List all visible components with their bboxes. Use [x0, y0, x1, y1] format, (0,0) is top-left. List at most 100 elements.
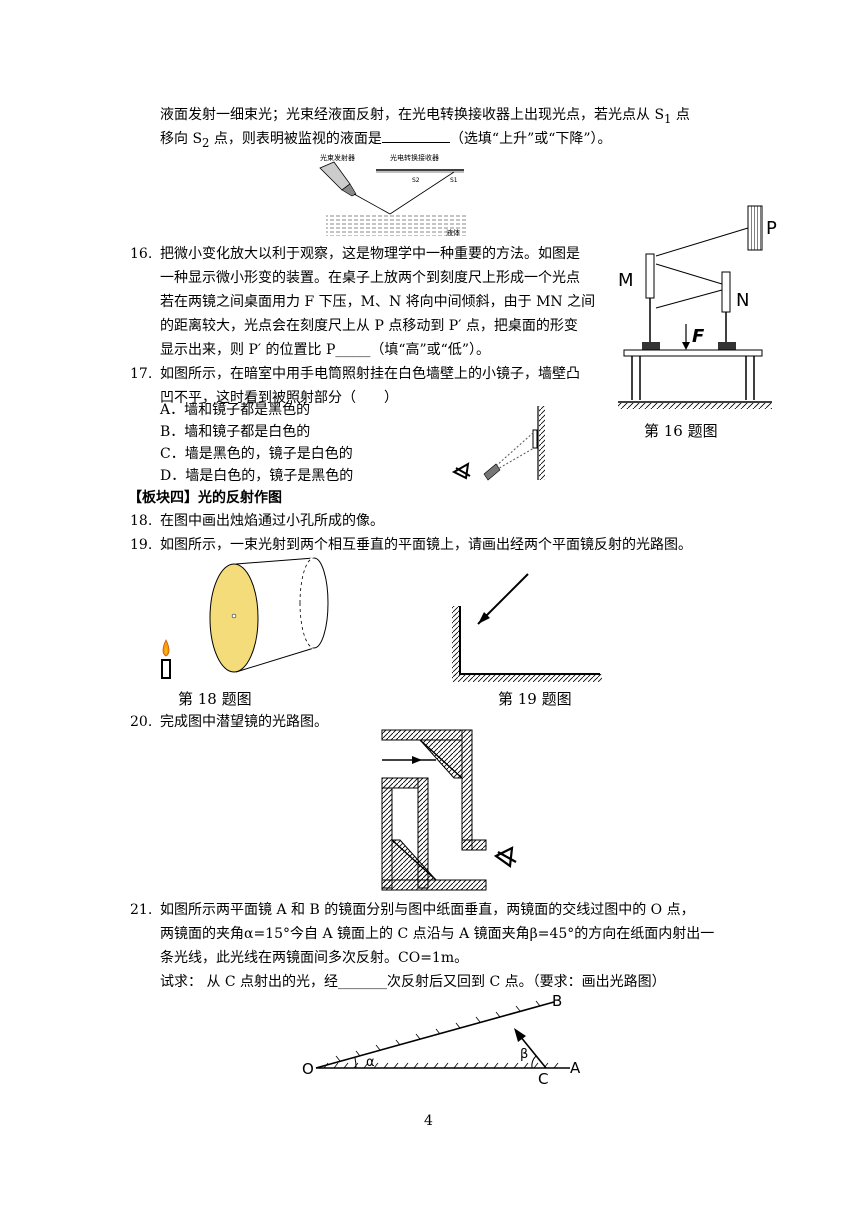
q18-figure	[161, 557, 329, 679]
q16-caption: 第 16 题图	[644, 422, 718, 440]
q19-caption: 第 19 题图	[498, 690, 572, 708]
q19-vertical-mirror-hatch	[452, 606, 460, 676]
q20-number: 20.	[130, 714, 153, 730]
q20-bottom-wall	[381, 879, 487, 891]
q15-line1-b: 点	[671, 107, 690, 123]
q15-line2-b: 点，则表明被监视的液面是	[209, 131, 382, 147]
q17-option-b[interactable]: B．墙和镜子都是白色的	[160, 424, 311, 440]
q18-text: 在图中画出烛焰通过小孔所成的像。	[160, 513, 384, 529]
q17-figure	[451, 406, 545, 481]
q16-label-p: P	[766, 218, 777, 239]
q21-line-2: 两镜面的夹角α=15°今自 A 镜面上的 C 点沿与 A 镜面夹角β=45°的方…	[160, 926, 715, 942]
q16-label-f: F	[692, 326, 705, 347]
q20-upper-mirror-surface	[419, 739, 463, 779]
q21-label-o: O	[302, 1060, 314, 1078]
q21-label-a: A	[570, 1059, 581, 1077]
q17-option-c[interactable]: C．墙是黑色的，镜子是白色的	[160, 446, 353, 462]
q21-figure: O A B C α β	[302, 992, 581, 1084]
q19-mirrors	[459, 606, 600, 675]
q17-mirror	[532, 429, 538, 449]
q16-base-m	[642, 342, 660, 350]
eye-icon	[493, 846, 517, 868]
q21-mirror-b	[315, 1001, 555, 1069]
q15-fig-label-emitter: 光束发射器	[320, 153, 355, 162]
q21-number: 21.	[130, 902, 153, 918]
q18-number: 18.	[130, 513, 153, 529]
q19-ray-arrowhead	[478, 612, 490, 624]
q15-sub2: 2	[202, 135, 210, 150]
candle-icon	[161, 639, 171, 679]
q20-ray-arrowhead	[412, 756, 422, 764]
q15-line2-c: （选填“上升”或“下降”）。	[449, 131, 612, 147]
q16-figure: P M N F	[618, 205, 777, 409]
q21-ray-from-c	[519, 1035, 547, 1069]
q17-line-2: 凹不平，这时看到被照射部分（ ）	[160, 390, 398, 406]
q16-mirror-n	[721, 271, 731, 313]
q21-line-3: 条光线，此光线在两镜面间多次反射。CO=1m。	[160, 950, 469, 966]
q15-text-line1: 液面发射一细束光；光束经液面反射，在光电转换接收器上出现光点，若光点从 S1 点	[160, 104, 690, 130]
q17-light-ray-bottom	[495, 447, 535, 471]
q16-ray-2	[655, 263, 723, 285]
q16-line-1: 把微小变化放大以利于观察，这是物理学中一种重要的方法。如图是	[160, 246, 580, 262]
q20-periscope-figure	[381, 729, 517, 891]
q17-option-a[interactable]: A．墙和镜子都是黑色的	[160, 402, 311, 418]
q15-answer-blank[interactable]	[381, 142, 450, 143]
q15-figure: 光束发射器 光电转换接收器 S2 S1 液体	[319, 153, 466, 237]
q15-line1-a: 液面发射一细束光；光束经液面反射，在光电转换接收器上出现光点，若光点从 S	[160, 107, 665, 123]
q21-label-alpha: α	[366, 1055, 375, 1070]
q15-sub1: 1	[664, 111, 672, 126]
q15-fig-label-s2: S2	[412, 177, 420, 184]
q21-line-4: 试求： 从 C 点射出的光，经_______次反射后又回到 C 点。（要求：画出…	[160, 974, 666, 990]
q16-label-m: M	[618, 270, 634, 291]
q21-mirror-b-hatch	[335, 1000, 541, 1062]
q19-text: 如图所示，一束光射到两个相互垂直的平面镜上，请画出经两个平面镜反射的光路图。	[160, 537, 692, 553]
pinhole-camera-cylinder	[209, 557, 329, 673]
q17-line-1: 如图所示，在暗室中用手电筒照射挂在白色墙壁上的小镜子，墙壁凸	[160, 366, 580, 382]
q16-ray-1	[655, 227, 749, 257]
q17-option-d[interactable]: D．墙是白色的，镜子是黑色的	[160, 468, 354, 484]
eye-icon	[451, 462, 471, 480]
q20-left-wall	[381, 787, 393, 889]
pinhole	[231, 613, 237, 619]
q20-right-wall	[461, 729, 473, 851]
q21-label-c: C	[538, 1070, 548, 1084]
q15-liquid	[326, 214, 466, 236]
flashlight-icon	[483, 463, 501, 481]
q16-line-4: 的距离较大，光点会在刻度尺上从 P 点移动到 P′ 点，把桌面的形变	[160, 318, 578, 334]
q15-text-line2: 移向 S2 点，则表明被监视的液面是 （选填“上升”或“下降”）。	[160, 128, 612, 154]
q21-label-beta: β	[520, 1047, 528, 1062]
q20-inner-ledge	[381, 777, 419, 789]
q16-mirror-m	[645, 253, 655, 299]
q15-incident-ray	[353, 193, 391, 215]
q15-fig-label-receiver: 光电转换接收器	[390, 153, 439, 162]
page-number: 4	[424, 1113, 433, 1129]
q21-ray-arrowhead	[514, 1028, 526, 1042]
q16-tabletop	[623, 349, 763, 357]
q15-line2-a: 移向 S	[160, 131, 203, 147]
q16-ground-hatch	[618, 403, 772, 409]
q17-number: 17.	[130, 366, 153, 382]
q18-caption: 第 18 题图	[178, 690, 252, 708]
q19-number: 19.	[130, 537, 153, 553]
q21-beta-arc	[531, 1055, 537, 1069]
q19-figure	[452, 573, 602, 682]
q20-lower-mirror-surface	[391, 839, 437, 881]
q16-label-n: N	[736, 290, 749, 311]
q15-emitter-icon	[319, 161, 357, 197]
q16-scale-ruler	[747, 205, 763, 251]
q15-fig-label-s1: S1	[450, 177, 458, 184]
q17-light-ray-top	[495, 431, 535, 467]
q20-top-wall	[381, 729, 463, 741]
q20-lower-ledge	[461, 839, 487, 851]
section-heading-4: 【板块四】光的反射作图	[128, 490, 282, 506]
q16-force-arrowhead	[682, 342, 690, 350]
q16-ray-3	[655, 289, 723, 309]
q21-label-b: B	[552, 992, 562, 1010]
q15-reflected-ray	[389, 171, 455, 215]
q16-line-3: 若在两镜之间桌面用力 F 下压，M、N 将向中间倾斜，由于 MN 之间	[160, 294, 596, 310]
q19-horizontal-mirror-hatch	[452, 674, 602, 682]
q16-number: 16.	[130, 246, 153, 262]
q20-text: 完成图中潜望镜的光路图。	[160, 714, 328, 730]
q17-wall-hatch	[539, 406, 545, 480]
q16-line-2: 一种显示微小形变的装置。在桌子上放两个到刻度尺上形成一个光点	[160, 270, 580, 286]
